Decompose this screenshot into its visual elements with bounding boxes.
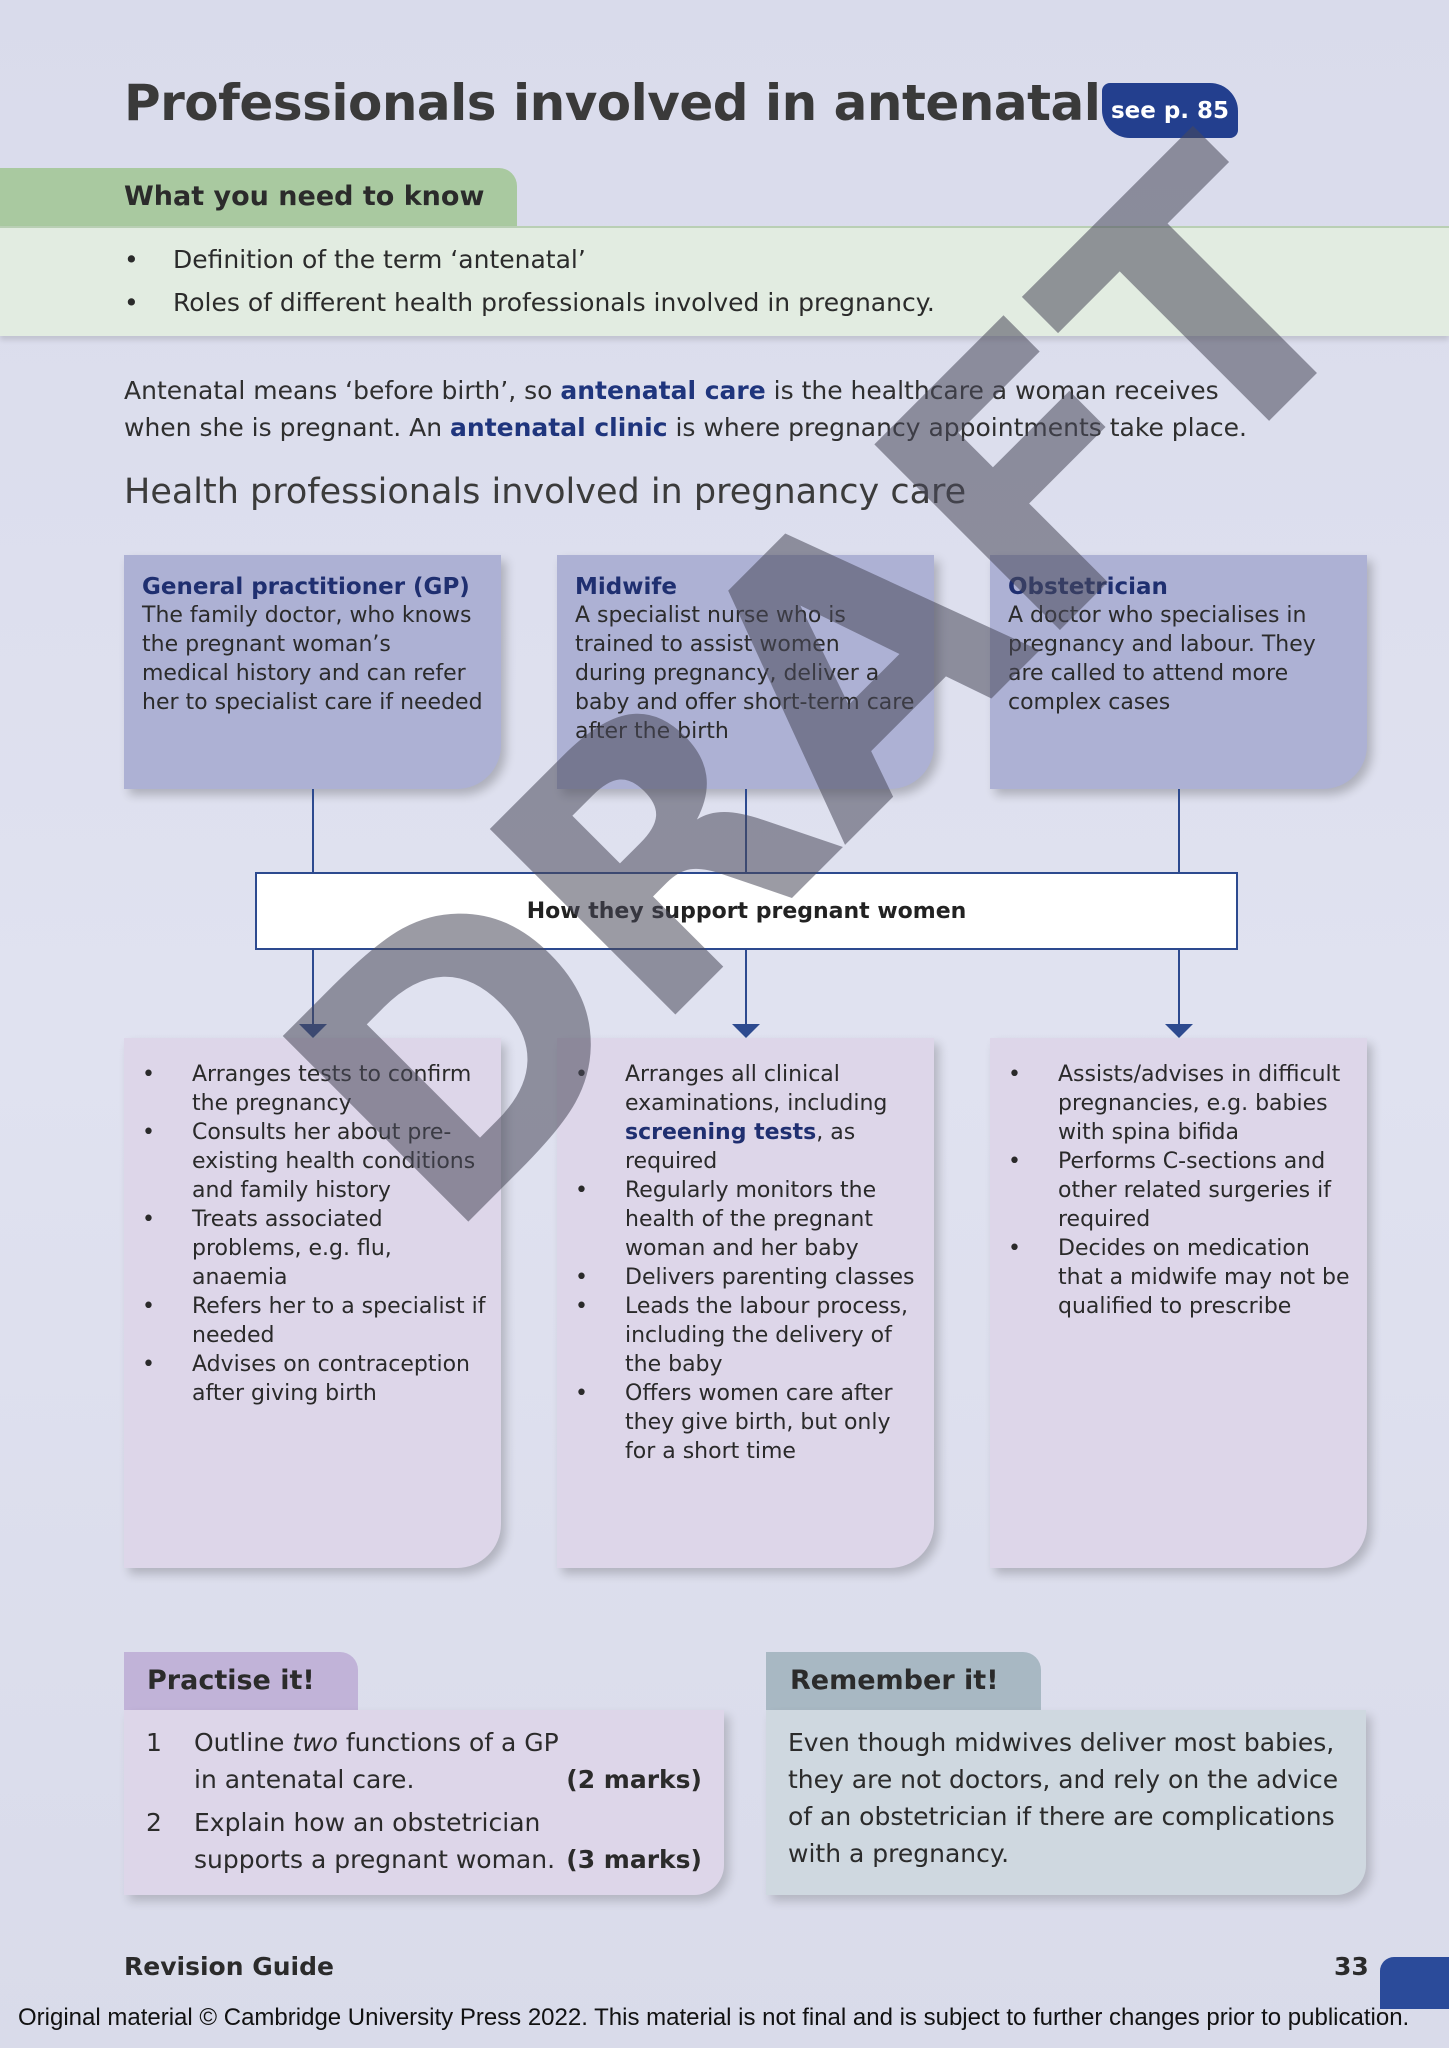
question-number: 2 — [146, 1808, 162, 1837]
intro-text: Antenatal means ‘before birth’, so — [124, 376, 561, 405]
list-item: Treats associated problems, e.g. flu, an… — [142, 1205, 491, 1292]
question-text: Explain how an obstetrician supports a pr… — [194, 1804, 555, 1878]
support-list-obstetrician: Assists/advises in difficult pregnancies… — [1008, 1060, 1357, 1321]
question-text: Outline two functions of a GP in antenata… — [194, 1724, 559, 1798]
question-text-part: in antenatal care. — [194, 1765, 415, 1794]
support-list-gp: Arranges tests to confirm the pregnancy … — [142, 1060, 491, 1408]
question-marks: (3 marks) — [566, 1845, 702, 1874]
list-item: Performs C-sections and other related su… — [1008, 1147, 1357, 1234]
question-text-part: Explain how an obstetrician — [194, 1808, 541, 1837]
list-item: Roles of different health professionals … — [124, 281, 935, 324]
key-term-antenatal-care: antenatal care — [560, 376, 766, 405]
list-item: Offers women care after they give birth,… — [575, 1379, 924, 1466]
copyright-notice: Original material © Cambridge University… — [18, 2004, 1410, 2031]
need-to-know-list: Definition of the term ‘antenatal’ Roles… — [124, 238, 935, 324]
intro-paragraph: Antenatal means ‘before birth’, so anten… — [124, 372, 1274, 446]
list-item: Decides on medication that a midwife may… — [1008, 1234, 1357, 1321]
card-description: A doctor who specialises in pregnancy an… — [1008, 603, 1316, 715]
card-description: The family doctor, who knows the pregnan… — [142, 603, 483, 715]
question-1: 1 Outline two functions of a GP in antena… — [146, 1724, 702, 1798]
list-item: Arranges tests to confirm the pregnancy — [142, 1060, 491, 1118]
connector-line — [312, 789, 314, 872]
list-item-text: , as required — [625, 1120, 856, 1174]
question-text-part: functions of a GP — [337, 1728, 559, 1757]
support-card-obstetrician: Assists/advises in difficult pregnancies… — [990, 1038, 1367, 1568]
list-item: Assists/advises in difficult pregnancies… — [1008, 1060, 1357, 1147]
key-term-screening-tests: screening tests — [625, 1120, 817, 1145]
card-midwife: Midwife A specialist nurse who is traine… — [557, 555, 934, 789]
support-list-midwife: Arranges all clinical examinations, incl… — [575, 1060, 924, 1466]
connector-line — [745, 789, 747, 872]
list-item: Regularly monitors the health of the pre… — [575, 1176, 924, 1263]
card-title: General practitioner (GP) — [142, 574, 470, 600]
list-item: Consults her about pre-existing health c… — [142, 1118, 491, 1205]
question-marks: (2 marks) — [566, 1765, 702, 1794]
list-item-text: Arranges all clinical examinations, incl… — [625, 1062, 888, 1116]
question-text-part: supports a pregnant woman. — [194, 1845, 556, 1874]
card-description: A specialist nurse who is trained to ass… — [575, 603, 915, 744]
practise-box — [124, 1710, 724, 1895]
card-obstetrician: Obstetrician A doctor who specialises in… — [990, 555, 1367, 789]
card-title: Obstetrician — [1008, 574, 1168, 600]
card-gp: General practitioner (GP) The family doc… — [124, 555, 501, 789]
question-text-part: Outline — [194, 1728, 293, 1757]
list-item: Leads the labour process, including the … — [575, 1292, 924, 1379]
question-number: 1 — [146, 1728, 162, 1757]
page-number: 33 — [1334, 1952, 1369, 1981]
need-to-know-tab — [0, 168, 517, 226]
remember-box — [766, 1710, 1366, 1895]
arrow-down-icon — [732, 1024, 760, 1038]
connector-line — [1178, 948, 1180, 1025]
footer-label: Revision Guide — [124, 1952, 334, 1981]
support-label-box: How they support pregnant women — [255, 872, 1238, 950]
need-to-know-heading: What you need to know — [124, 181, 485, 212]
intro-text: is where pregnancy appointments take pla… — [667, 413, 1247, 442]
remember-tab — [766, 1652, 1041, 1710]
connector-line — [312, 948, 314, 1025]
remember-text: Even though midwives deliver most babies… — [788, 1728, 1339, 1868]
page-corner-tab — [1380, 1957, 1449, 2009]
list-item: Delivers parenting classes — [575, 1263, 924, 1292]
card-title: Midwife — [575, 574, 677, 600]
intro-text: is the healthcare a woman receives when … — [124, 376, 1219, 442]
practise-tab — [124, 1652, 358, 1710]
support-card-midwife: Arranges all clinical examinations, incl… — [557, 1038, 934, 1568]
page-title: Professionals involved in antenatal care — [124, 74, 1238, 132]
key-term-antenatal-clinic: antenatal clinic — [450, 413, 668, 442]
connector-line — [1178, 789, 1180, 872]
question-emphasis: two — [292, 1728, 338, 1757]
list-item: Definition of the term ‘antenatal’ — [124, 238, 935, 281]
practise-heading: Practise it! — [147, 1665, 315, 1696]
arrow-down-icon — [299, 1024, 327, 1038]
section-heading: Health professionals involved in pregnan… — [124, 472, 967, 512]
support-card-gp: Arranges tests to confirm the pregnancy … — [124, 1038, 501, 1568]
list-item: Advises on contraception after giving bi… — [142, 1350, 491, 1408]
page-reference-badge[interactable]: see p. 85 — [1102, 83, 1238, 138]
connector-line — [745, 948, 747, 1025]
arrow-down-icon — [1165, 1024, 1193, 1038]
list-item: Refers her to a specialist if needed — [142, 1292, 491, 1350]
question-2: 2 Explain how an obstetrician supports a … — [146, 1804, 702, 1878]
list-item: Arranges all clinical examinations, incl… — [575, 1060, 924, 1176]
remember-heading: Remember it! — [790, 1665, 999, 1696]
